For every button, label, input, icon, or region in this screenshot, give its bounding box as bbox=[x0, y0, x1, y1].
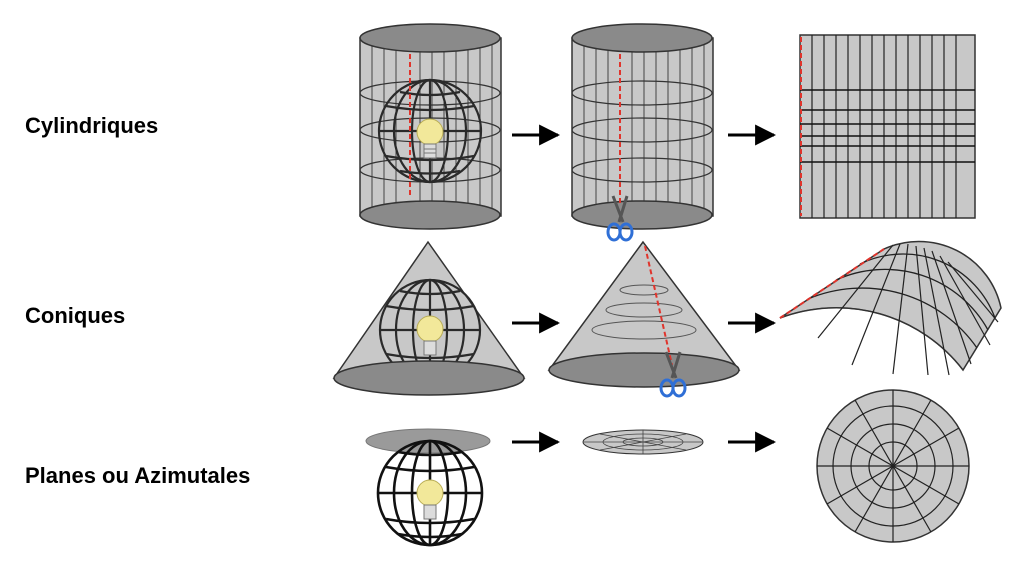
light-bulb-icon bbox=[416, 118, 444, 159]
cylinder-with-globe bbox=[359, 23, 502, 230]
cylindrical-map bbox=[799, 34, 976, 219]
azimuthal-map bbox=[816, 389, 970, 543]
scissors-icon bbox=[659, 351, 687, 398]
scissors-icon bbox=[606, 195, 634, 242]
cone-with-globe bbox=[332, 240, 526, 396]
cone-cut bbox=[547, 240, 741, 398]
light-bulb-icon bbox=[416, 479, 444, 520]
row-label-conic: Coniques bbox=[25, 303, 126, 328]
row-label-azimuthal: Planes ou Azimutales bbox=[25, 463, 251, 488]
light-bulb-icon bbox=[416, 315, 444, 356]
cut-line bbox=[779, 248, 885, 319]
row-label-cylindrical: Cylindriques bbox=[25, 113, 159, 138]
cylinder-cut bbox=[571, 23, 714, 242]
cut-line bbox=[644, 245, 673, 366]
flat-plane bbox=[582, 429, 704, 455]
plane-with-globe bbox=[365, 428, 491, 547]
conic-map bbox=[779, 240, 1002, 376]
